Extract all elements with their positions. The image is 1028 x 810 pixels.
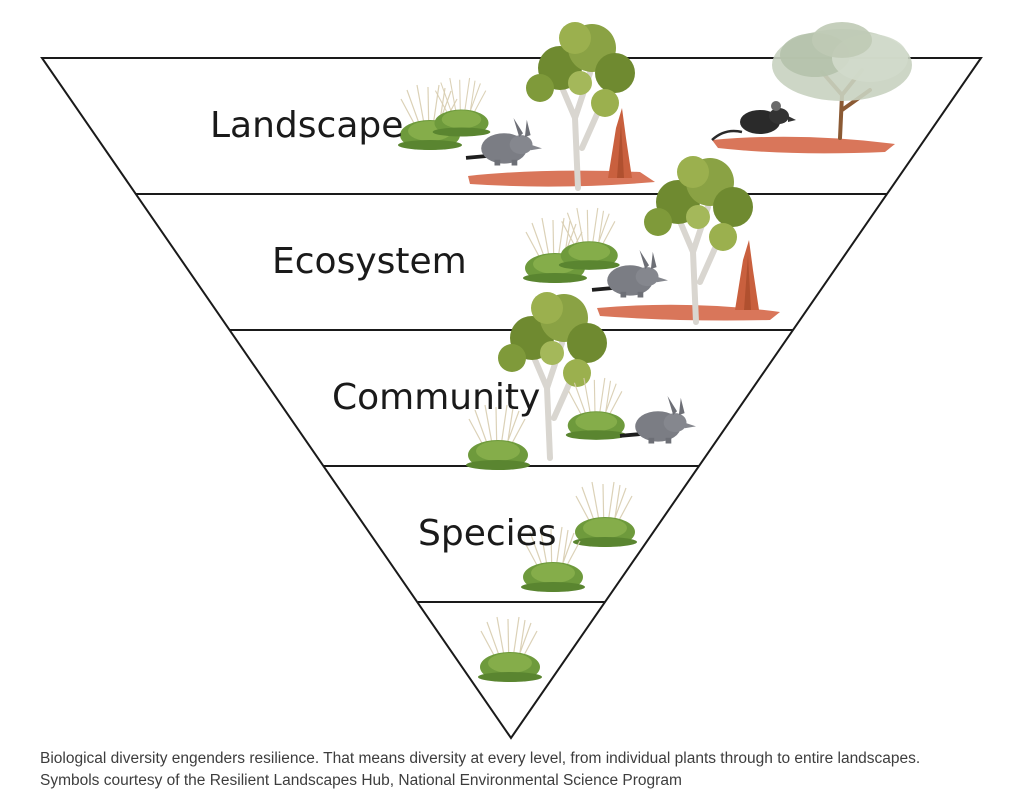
caption-line-2: Symbols courtesy of the Resilient Landsc… xyxy=(40,772,682,789)
base-level-illustrations xyxy=(477,616,543,683)
termite-mound-icon xyxy=(608,108,632,178)
ground-patch-icon xyxy=(597,304,780,321)
acacia-tree-icon xyxy=(772,22,912,140)
level-label-landscape: Landscape xyxy=(210,105,403,146)
pyramid-outline xyxy=(40,57,983,740)
grass-tussock-icon xyxy=(565,377,628,441)
ground-patch-icon xyxy=(468,170,655,187)
level-label-species: Species xyxy=(418,513,557,554)
grass-tussock-icon xyxy=(572,481,638,548)
ecosystem-illustrations xyxy=(522,156,780,322)
rodent-icon xyxy=(711,101,796,141)
pyramid-diagram: Landscape Ecosystem Community Species xyxy=(40,0,983,740)
grass-tussock-icon xyxy=(558,207,621,271)
bilby-icon xyxy=(618,394,698,446)
grass-tussock-icon xyxy=(477,616,543,683)
caption-line-1: Biological diversity engenders resilienc… xyxy=(40,750,921,767)
level-label-community: Community xyxy=(332,377,540,418)
figure-caption: Biological diversity engenders resilienc… xyxy=(40,748,1020,792)
grass-tussock-icon xyxy=(432,77,491,138)
ground-patch-icon xyxy=(712,136,895,154)
termite-mound-icon xyxy=(735,240,759,310)
landscape-illustrations xyxy=(397,22,912,188)
eucalyptus-tree-icon xyxy=(644,156,753,322)
level-label-ecosystem: Ecosystem xyxy=(272,241,467,282)
